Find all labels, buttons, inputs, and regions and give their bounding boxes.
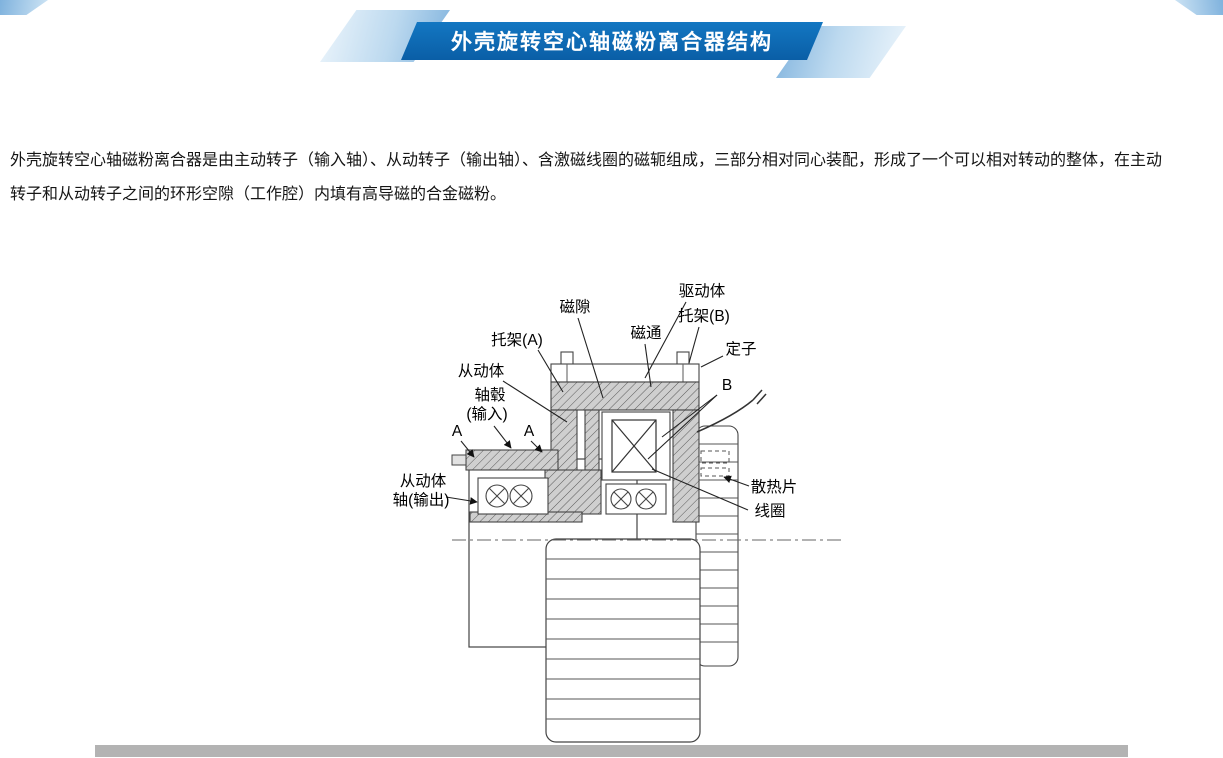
driven-body-flange <box>544 469 602 515</box>
bearing <box>485 484 509 508</box>
footer-bar <box>95 745 1128 757</box>
label-magnetic-gap: 磁隙 <box>559 298 590 316</box>
label-driven-body: 从动体 <box>458 362 505 380</box>
bearing-housing-output <box>605 483 667 515</box>
leader-magnetic-gap <box>577 317 604 399</box>
header-banner: 外壳旋转空心轴磁粉离合器结构 <box>0 0 1223 90</box>
leader-b-1 <box>661 394 718 438</box>
label-point-b: B <box>722 377 732 394</box>
coil-lead-wire <box>696 389 767 433</box>
bolt-right <box>676 351 690 366</box>
label-point-a1: A <box>452 423 463 440</box>
label-hub-line1: 轴毂 <box>474 386 505 404</box>
banner-band: 外壳旋转空心轴磁粉离合器结构 <box>401 22 823 60</box>
leader-bracket-a <box>537 349 564 393</box>
yoke-right-wall <box>672 409 700 523</box>
leader-driven-body <box>502 380 568 423</box>
coil-housing <box>601 411 671 481</box>
intro-line-1: 外壳旋转空心轴磁粉离合器是由主动转子（输入轴）、从动转子（输出轴）、含激磁线圈的… <box>10 152 1163 169</box>
bearing <box>610 488 632 510</box>
leader-drive-body <box>644 301 687 379</box>
leader-b-2 <box>647 394 718 460</box>
leader-stator <box>700 355 724 368</box>
stator-cap <box>550 351 700 383</box>
label-coil: 线圈 <box>754 502 785 520</box>
input-shaft <box>451 449 559 471</box>
stator-yoke-section <box>469 381 700 523</box>
page-title: 外壳旋转空心轴磁粉离合器结构 <box>451 31 773 54</box>
label-point-a2: A <box>524 423 535 440</box>
label-hub-line2: (输入) <box>466 405 507 423</box>
heat-sink-fins-right <box>695 425 739 667</box>
leader-a2 <box>530 440 543 453</box>
leader-output-shaft <box>445 496 478 505</box>
yoke-top-band <box>550 381 700 411</box>
excitation-coil <box>611 419 657 473</box>
label-heat-sink: 散热片 <box>751 478 798 496</box>
leader-a1 <box>460 440 475 458</box>
leader-bracket-b <box>688 326 700 364</box>
label-drive-body: 驱动体 <box>679 282 726 300</box>
leader-magnetic-flux <box>644 343 652 388</box>
leader-coil <box>651 468 749 511</box>
leader-heat-sink <box>723 475 750 487</box>
bearing-housing-input <box>477 477 549 515</box>
label-stator: 定子 <box>725 340 756 358</box>
label-output-line1: 从动体 <box>400 472 447 490</box>
heat-sink-fins-front <box>545 538 701 743</box>
label-output-line2: 轴(输出) <box>393 491 450 509</box>
bolt-left <box>560 351 574 366</box>
bearing <box>635 488 657 510</box>
leader-hub <box>493 425 512 449</box>
intro-line-2: 转子和从动转子之间的环形空隙（工作腔）内填有高导磁的合金磁粉。 <box>10 186 507 203</box>
bearing <box>509 484 533 508</box>
label-bracket-b: 托架(B) <box>678 307 730 325</box>
label-magnetic-flux: 磁通 <box>630 324 662 342</box>
leader-lines <box>445 301 750 511</box>
label-bracket-a: 托架(A) <box>491 331 543 349</box>
hidden-feature-outline <box>700 450 730 477</box>
intro-paragraph: 外壳旋转空心轴磁粉离合器是由主动转子（输入轴）、从动转子（输出轴）、含激磁线圈的… <box>10 144 1215 212</box>
